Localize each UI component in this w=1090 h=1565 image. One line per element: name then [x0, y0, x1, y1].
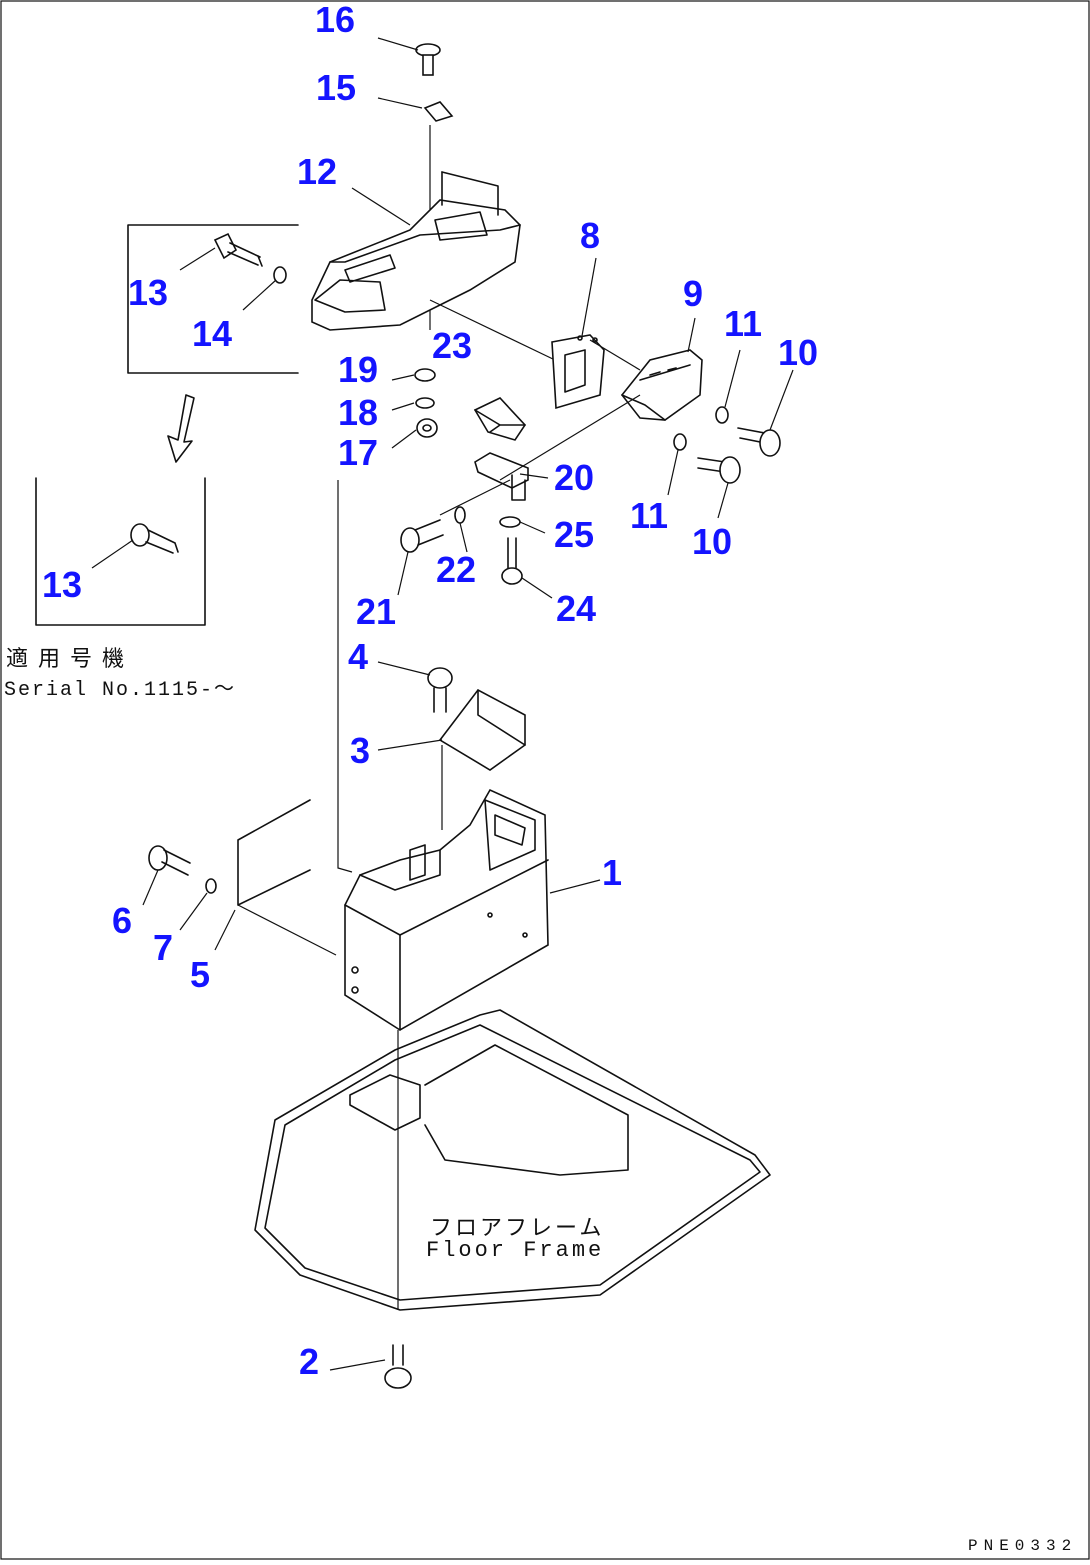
callout-10-lower: 10 — [692, 521, 733, 562]
console-box-1 — [344, 788, 549, 1031]
leader-20-9 — [499, 394, 641, 481]
detail-box — [35, 477, 206, 626]
washer-11-lower — [673, 433, 687, 451]
bolt-10-upper — [737, 427, 781, 457]
callout-1: 1 — [602, 852, 623, 893]
bolt-13-upper — [213, 232, 263, 267]
callout-10-upper: 10 — [778, 332, 819, 373]
callout-19: 19 — [338, 349, 379, 390]
floor-frame-label-en: Floor Frame — [426, 1238, 605, 1263]
axis-line-left — [337, 480, 353, 873]
leader-8-9 — [589, 339, 641, 371]
callout-4: 4 — [348, 636, 369, 677]
callout-13-detail: 13 — [42, 564, 83, 605]
drawing-code: PNE0332 — [968, 1537, 1078, 1555]
bolt-6 — [148, 845, 191, 876]
washer-19 — [414, 368, 436, 382]
callout-14: 14 — [192, 313, 233, 354]
washer-18 — [415, 397, 435, 409]
callout-9: 9 — [683, 273, 704, 314]
callout-21: 21 — [356, 591, 397, 632]
callout-12: 12 — [297, 151, 338, 192]
callout-22: 22 — [436, 549, 477, 590]
console-cover-12 — [311, 171, 556, 361]
washer-22 — [454, 506, 466, 524]
bolt-4 — [427, 667, 453, 713]
bracket-9 — [620, 349, 703, 421]
block-23 — [473, 397, 527, 441]
callout-23: 23 — [432, 325, 473, 366]
callout-13-upper: 13 — [128, 272, 169, 313]
floor-frame — [254, 1009, 771, 1311]
bolt-13-detail — [130, 523, 179, 554]
bolt-21 — [400, 519, 444, 553]
bracket-8 — [551, 334, 605, 410]
leader-lines — [91, 37, 794, 1371]
callout-11-lower: 11 — [630, 495, 669, 536]
bolt-10-lower — [697, 456, 741, 484]
callout-6: 6 — [112, 900, 133, 941]
detail-arrow — [167, 394, 195, 463]
washer-25 — [499, 516, 521, 528]
bolt-2 — [384, 1344, 412, 1389]
callout-15: 15 — [316, 67, 357, 108]
washer-14 — [273, 266, 287, 284]
callout-24: 24 — [556, 588, 597, 629]
callout-18: 18 — [338, 392, 379, 433]
nut-17 — [416, 418, 438, 438]
bolt-24 — [501, 537, 523, 585]
plate-20 — [474, 452, 529, 501]
floor-frame-label-jp: フロアフレーム — [430, 1217, 605, 1242]
callout-3: 3 — [350, 730, 371, 771]
serial-number-note: Serial No.1115-〜 — [4, 679, 237, 702]
washer-11-upper — [715, 406, 729, 424]
screw-16 — [415, 43, 441, 76]
callout-7: 7 — [153, 927, 174, 968]
leader-21-20 — [439, 479, 511, 516]
side-plate-5 — [237, 799, 337, 956]
callout-2: 2 — [299, 1341, 320, 1382]
callout-25: 25 — [554, 514, 595, 555]
callout-11-upper: 11 — [724, 303, 763, 344]
plate-15 — [423, 101, 454, 122]
callout-16: 16 — [315, 0, 356, 40]
washer-7 — [205, 878, 217, 894]
callout-17: 17 — [338, 432, 379, 473]
detail-bracket — [127, 224, 299, 374]
callout-8: 8 — [580, 215, 601, 256]
callout-20: 20 — [554, 457, 595, 498]
cover-plate-3 — [438, 688, 526, 771]
applicable-serial-label-jp: 適用号機 — [6, 648, 135, 673]
callout-5: 5 — [190, 954, 211, 995]
